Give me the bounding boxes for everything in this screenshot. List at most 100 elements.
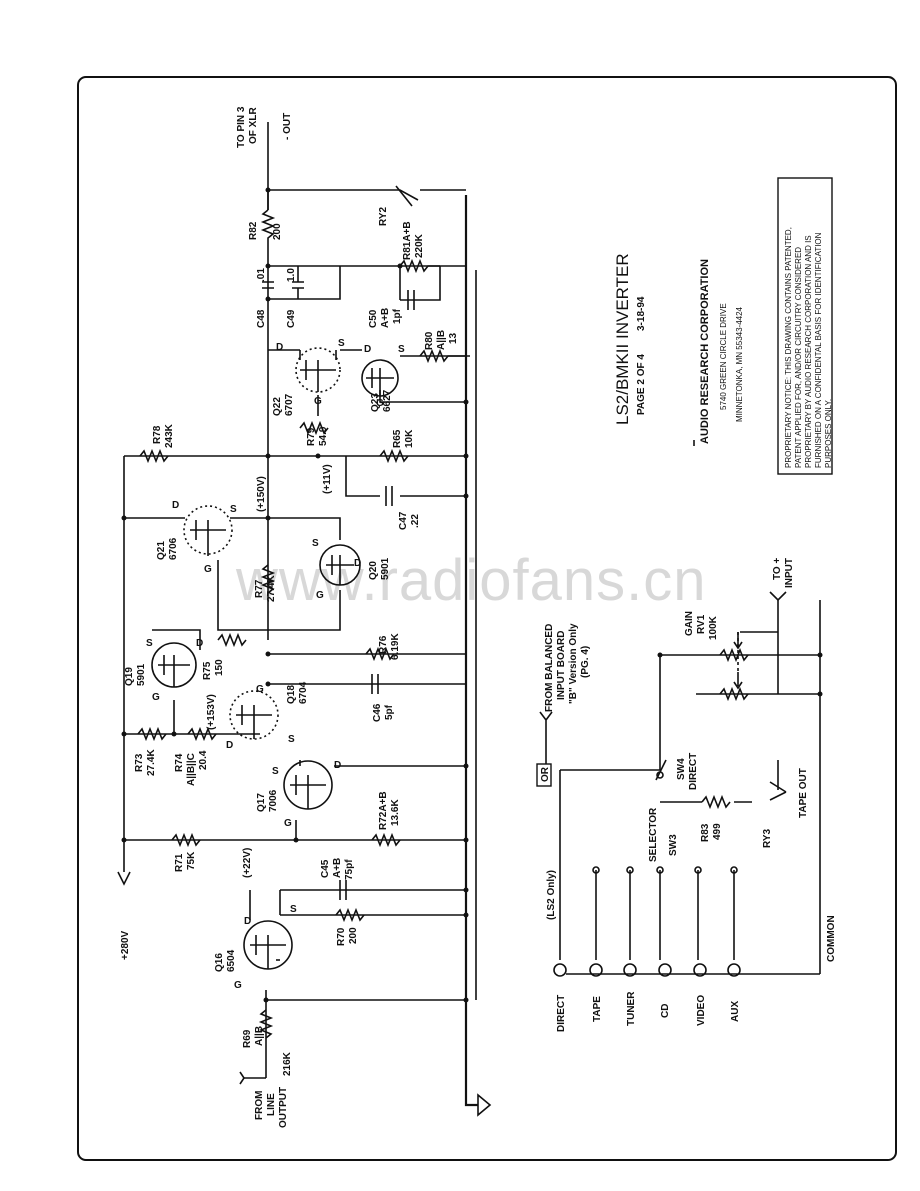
- supply-280-label: +280V: [120, 930, 131, 960]
- pin-g: G: [284, 818, 292, 829]
- notice-line: PROPRIETARY NOTICE: THIS DRAWING CONTAIN…: [784, 227, 793, 468]
- pin-s: S: [398, 344, 405, 355]
- resistor-labels: R69 A||B 216K R70 200 R71 75K R72A+B 13.…: [134, 221, 723, 1076]
- transistor-symbols: [151, 347, 399, 970]
- ry2-label: RY2: [378, 206, 389, 226]
- pin-labels: D S G D S G G S D S D G S D G D S G D S …: [146, 338, 405, 991]
- c48-value: .01: [256, 268, 267, 282]
- to-xlr-label: OF XLR: [248, 107, 259, 144]
- c50-value: 1pf: [392, 308, 403, 324]
- q19-part: 5901: [136, 663, 147, 686]
- or-label: OR: [540, 766, 551, 782]
- q23-ref: Q23: [370, 393, 381, 412]
- q19-ref: Q19: [124, 667, 135, 686]
- r76-value: 6.19K: [390, 633, 401, 660]
- pin-g: G: [316, 590, 324, 601]
- resistor-r72: [371, 832, 401, 848]
- r69-ref: R69: [242, 1029, 253, 1048]
- resistor-r69: [258, 1009, 274, 1039]
- pin-d: D: [276, 342, 283, 353]
- r76-ref: R76: [378, 635, 389, 654]
- from-line-label: LINE: [266, 1093, 277, 1116]
- gain-label: RV1: [696, 614, 707, 634]
- pin-d: D: [334, 760, 341, 771]
- r81-ref: R81A+B: [402, 221, 413, 260]
- capacitor-c50: [407, 290, 415, 310]
- company-city: MINNETONKA, MN 55343-4424: [735, 306, 744, 422]
- q21-part: 6706: [168, 537, 179, 560]
- capacitor-c46: [371, 674, 379, 694]
- pin-g: G: [256, 684, 264, 695]
- pin-s: S: [272, 766, 279, 777]
- to-input-label: TO +: [772, 558, 783, 580]
- r73-ref: R73: [134, 753, 145, 772]
- c49-value: 1.0: [286, 268, 297, 282]
- q16-ref: Q16: [214, 953, 225, 972]
- capacitor-labels: C45 A+B 75pf C46 5pf C47 .22 C48 .01 C49…: [256, 268, 421, 880]
- capacitor-symbols: [262, 266, 415, 900]
- sw4-label: DIRECT: [688, 753, 699, 790]
- transistor-labels: Q16 6504 Q17 7006 Q18 6704 Q19 5901 Q20 …: [124, 389, 393, 972]
- page-number: PAGE 2 OF 4: [636, 354, 647, 415]
- switch-labels: SELECTOR SW3 SW4 DIRECT RY3 TAPE OUT RY2…: [378, 206, 809, 862]
- pin-d: D: [354, 558, 361, 569]
- input-label-tape: TAPE: [592, 996, 603, 1022]
- r70-ref: R70: [336, 927, 347, 946]
- proprietary-notice: PROPRIETARY NOTICE: THIS DRAWING CONTAIN…: [784, 227, 833, 468]
- c47-ref: C47: [398, 511, 409, 530]
- drawing-border: [77, 76, 897, 1161]
- r83-value: 499: [712, 823, 723, 840]
- pin-d: D: [196, 638, 203, 649]
- r74-ref: R74: [174, 753, 185, 772]
- from-balanced-label: (PG. 4): [580, 646, 591, 678]
- r65-value: 10K: [404, 429, 415, 448]
- r83-ref: R83: [700, 823, 711, 842]
- input-jacks: [239, 185, 787, 1085]
- c48-ref: C48: [256, 309, 267, 328]
- r80-variant: A||B: [436, 330, 447, 350]
- v153-label: (+153V): [206, 694, 217, 730]
- r71-ref: R71: [174, 853, 185, 872]
- r78-value: 243K: [164, 423, 175, 448]
- resistor-r81: [399, 258, 440, 274]
- pin-s: S: [290, 904, 297, 915]
- potentiometer-rv1a: [719, 647, 749, 663]
- notice-line: PROPRIETARY BY AUDIO RESEARCH CORPORATIO…: [804, 235, 813, 468]
- r74-value: 20.4: [198, 750, 209, 770]
- pin-d: D: [226, 740, 233, 751]
- sw3-label: SW3: [668, 834, 679, 856]
- r69-variant: A||B: [254, 1026, 265, 1046]
- resistor-r75: [217, 632, 247, 648]
- q18-part: 6704: [298, 681, 309, 704]
- notice-line: PATENT APPLIED FOR, AND/OR CIRCUITRY CON…: [794, 247, 803, 468]
- c45-value: 75pf: [344, 859, 355, 880]
- r71-value: 75K: [186, 851, 197, 870]
- r77-value: 27.4K: [266, 575, 277, 602]
- c45-variant: A+B: [332, 858, 343, 878]
- pin-g: G: [376, 398, 384, 409]
- r78-ref: R78: [152, 425, 163, 444]
- q22-part: 6707: [284, 393, 295, 416]
- r75-ref: R75: [202, 661, 213, 680]
- resistor-r71: [171, 832, 201, 848]
- resistor-r82: [260, 209, 276, 250]
- common-label: COMMON: [826, 915, 837, 962]
- gain-label: 100K: [708, 615, 719, 640]
- q21-ref: Q21: [156, 541, 167, 560]
- from-balanced-label: "B" Version Only: [568, 623, 579, 704]
- capacitor-c45: [339, 880, 347, 900]
- company-block: AUDIO RESEARCH CORPORATION 5740 GREEN CI…: [699, 259, 744, 444]
- capacitor-c49: [292, 266, 304, 299]
- input-label-direct: DIRECT: [556, 995, 567, 1032]
- watermark: www.radiofans.cn: [235, 548, 707, 613]
- transistor-q18: [229, 690, 279, 740]
- r80-ref: R80: [424, 331, 435, 350]
- q20-part: 5901: [380, 557, 391, 580]
- resistor-r76: [365, 646, 395, 662]
- pin-g: G: [314, 396, 322, 407]
- pin-s: S: [146, 638, 153, 649]
- c49-ref: C49: [286, 309, 297, 328]
- to-xlr-label: TO PIN 3: [236, 106, 247, 148]
- c50-variant: A+B: [380, 308, 391, 328]
